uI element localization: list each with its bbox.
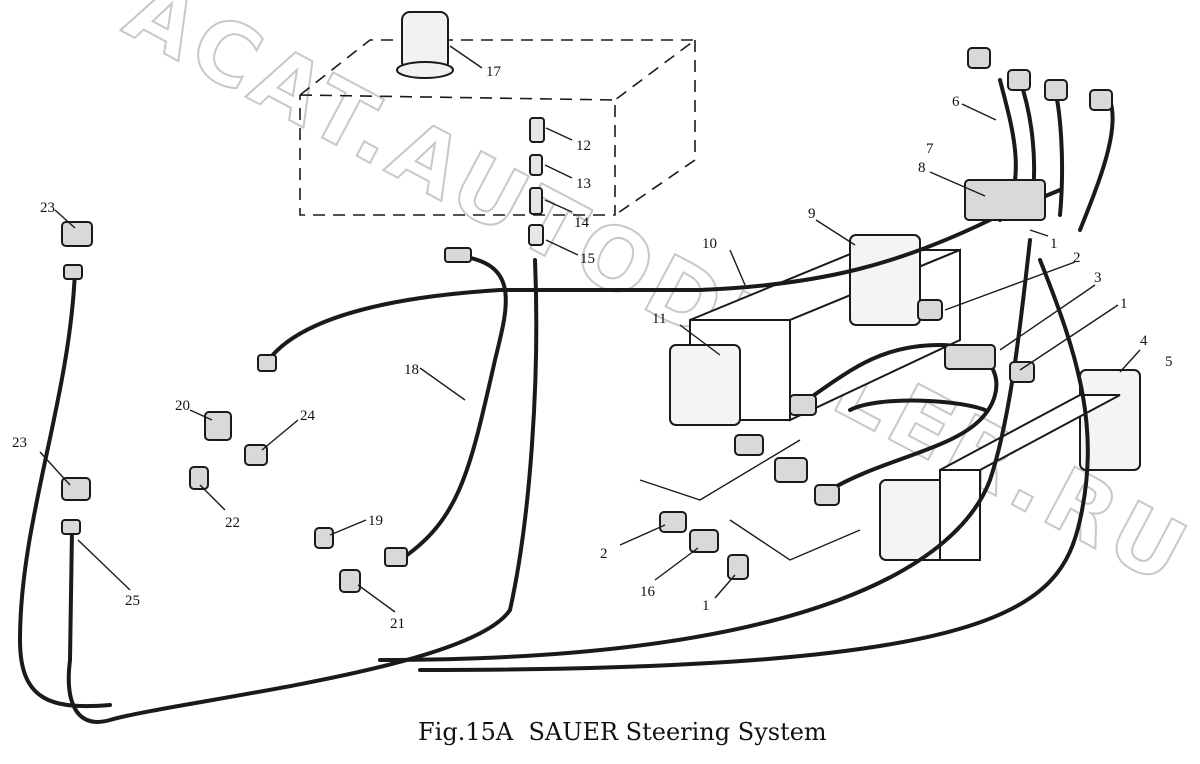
callout-label: 15 xyxy=(580,251,595,267)
callout-label: 23 xyxy=(12,435,27,451)
callout-label: 2 xyxy=(600,546,608,562)
callout-label: 7 xyxy=(926,141,934,157)
callout-label: 1 xyxy=(1120,296,1128,312)
hose-connectors xyxy=(61,47,1113,593)
callout-label: 13 xyxy=(576,176,591,192)
callout-label: 18 xyxy=(404,362,419,378)
callout-label: 9 xyxy=(808,206,816,222)
callout-label: 5 xyxy=(1165,354,1173,370)
callout-label: 17 xyxy=(486,64,502,80)
filter-cap xyxy=(396,11,454,79)
callout-label: 19 xyxy=(368,513,383,529)
callout-label: 1 xyxy=(702,598,710,614)
callout-label: 20 xyxy=(175,398,190,414)
callout-label: 11 xyxy=(652,311,666,327)
oil-tank-outline xyxy=(299,39,698,216)
callout-label: 14 xyxy=(574,215,590,231)
hydraulic-hoses xyxy=(17,78,1115,724)
callout-label: 22 xyxy=(225,515,240,531)
callout-label: 1 xyxy=(1050,236,1058,252)
callout-label: 16 xyxy=(640,584,656,600)
callout-label: 24 xyxy=(300,408,316,424)
callout-label: 8 xyxy=(918,160,926,176)
callout-label: 25 xyxy=(125,593,140,609)
callout-label: 2 xyxy=(1073,250,1081,266)
callout-label: 3 xyxy=(1094,270,1102,286)
callout-label: 21 xyxy=(390,616,405,632)
leader-lines xyxy=(39,45,1141,613)
callout-label: 6 xyxy=(952,94,960,110)
callout-label: 10 xyxy=(702,236,717,252)
watermark-text: ACAT.AUTODEALER.RU xyxy=(110,0,1200,606)
figure-caption: Fig.15A SAUER Steering System xyxy=(418,718,827,746)
callout-labels: 17 12 13 14 15 6 7 8 9 10 1 2 3 1 4 5 11… xyxy=(12,64,1173,632)
steering-cylinder xyxy=(669,234,1141,561)
callout-label: 23 xyxy=(40,200,55,216)
callout-label: 12 xyxy=(576,138,591,154)
callout-label: 4 xyxy=(1140,333,1148,349)
tank-fittings xyxy=(528,117,545,246)
